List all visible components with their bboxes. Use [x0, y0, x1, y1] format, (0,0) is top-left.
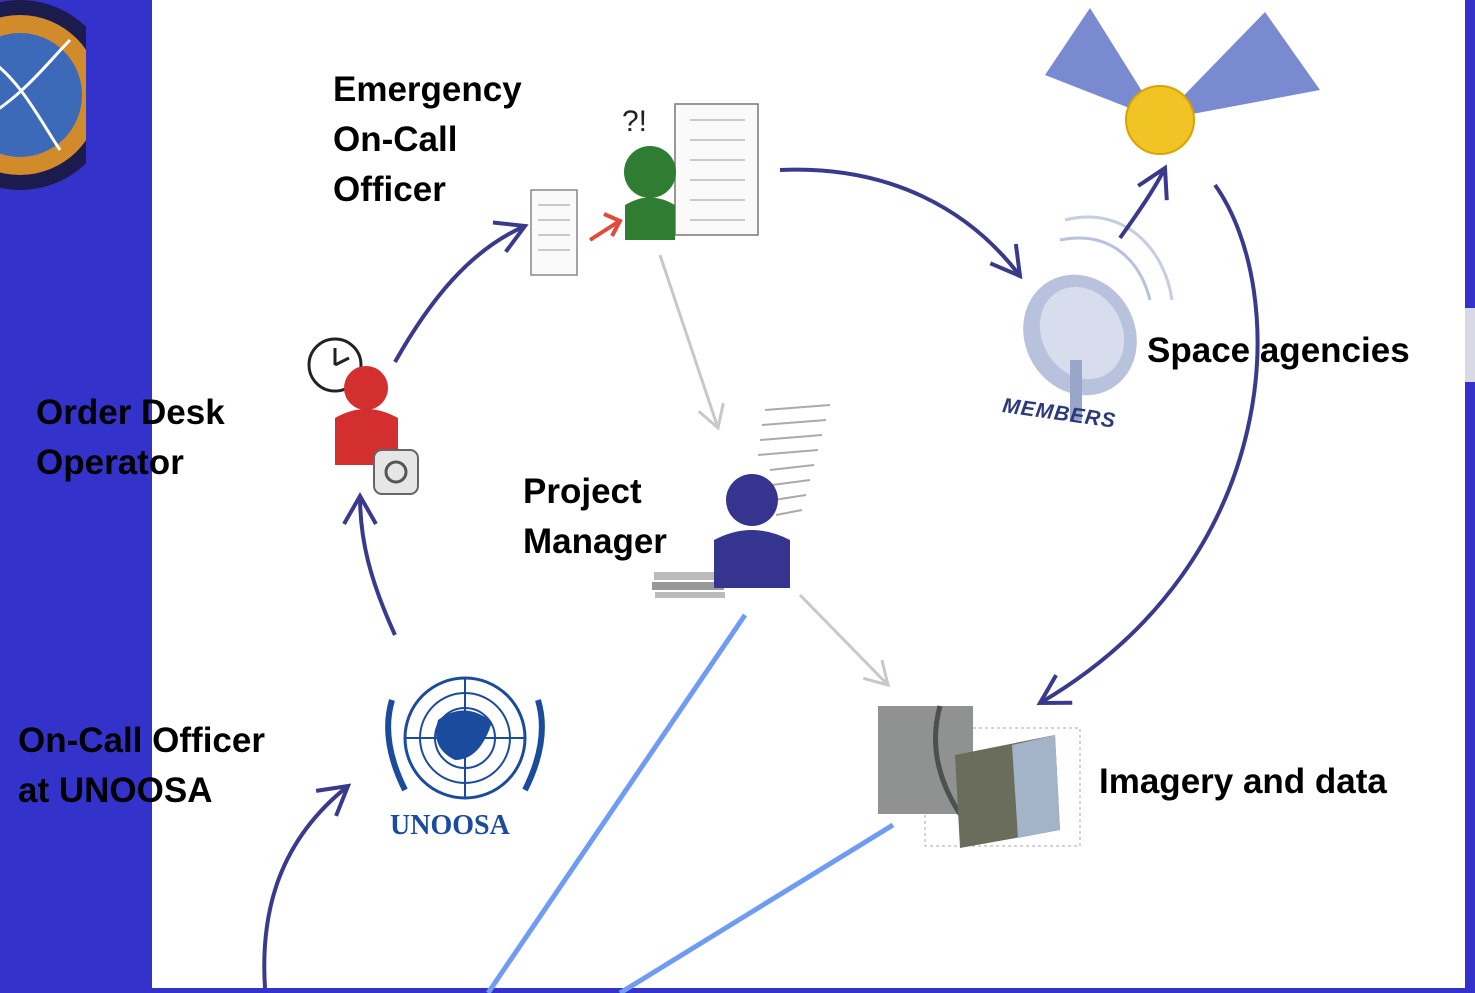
arrow-dish-to-satellite [1118, 164, 1169, 240]
red-arrow [588, 220, 620, 242]
blue-line-imagery [618, 822, 895, 993]
arrow-unoosa-to-order [342, 491, 397, 636]
charter-logo [0, 0, 115, 194]
blue-line-pm [485, 613, 748, 993]
satellite-icon [1045, 8, 1320, 155]
imagery-icon [878, 705, 1081, 848]
label-space-agencies: Space agencies [1147, 331, 1410, 370]
document-icon [530, 189, 578, 276]
arrow-satellite-to-imagery [1036, 183, 1260, 706]
satellite-dish-icon [1023, 215, 1174, 420]
un-emblem-icon [385, 676, 545, 800]
arrow-emergency-to-pm [658, 254, 725, 431]
arrow-order-to-emergency [393, 220, 529, 363]
telephone-icon [373, 449, 419, 495]
label-project-manager: Project Manager [523, 472, 667, 561]
side-tab [1465, 308, 1475, 382]
unoosa-logo-text: UNOOSA [390, 810, 510, 841]
emergency-officer-person-icon [624, 146, 676, 240]
arrow-to-unoosa [262, 783, 352, 989]
label-emergency-officer: Emergency On-Call Officer [333, 70, 522, 209]
arrow-emergency-to-agencies [779, 167, 1023, 280]
report-lines-icon [757, 404, 831, 516]
checklist-icon [674, 103, 759, 236]
project-manager-person-icon [714, 474, 790, 588]
red-arrow-head [603, 212, 623, 237]
label-imagery: Imagery and data [1099, 762, 1387, 801]
paper-stack-icon [652, 572, 725, 598]
question-exclaim-mark: ?! [622, 105, 647, 138]
arrow-pm-to-imagery [798, 593, 891, 688]
label-order-desk: Order Desk Operator [36, 393, 225, 482]
label-oncall-unoosa: On-Call Officer at UNOOSA [18, 721, 265, 810]
